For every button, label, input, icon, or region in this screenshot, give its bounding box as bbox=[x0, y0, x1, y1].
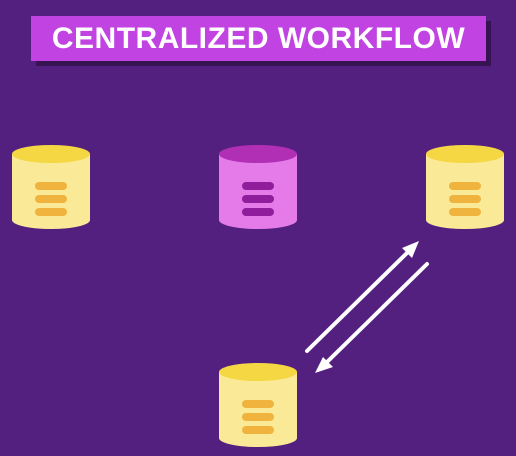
repository-bottom bbox=[219, 363, 297, 447]
repository-stripe bbox=[242, 195, 274, 203]
repository-stripe bbox=[242, 413, 274, 421]
repository-right bbox=[426, 145, 504, 229]
arrow-up-right-icon bbox=[305, 241, 419, 353]
repository-stripe bbox=[35, 182, 67, 190]
repository-body bbox=[219, 372, 297, 447]
title-banner: CENTRALIZED WORKFLOW bbox=[31, 16, 486, 61]
repository-stripe bbox=[449, 182, 481, 190]
repository-top bbox=[219, 363, 297, 381]
repository-left bbox=[12, 145, 90, 229]
arrow-down-left-icon bbox=[315, 262, 429, 373]
database-icon bbox=[219, 363, 297, 447]
repository-body bbox=[219, 154, 297, 229]
repository-stripe bbox=[449, 195, 481, 203]
arrow-head bbox=[315, 357, 333, 373]
database-icon bbox=[12, 145, 90, 229]
repository-top bbox=[426, 145, 504, 163]
repository-stripe bbox=[242, 208, 274, 216]
arrow-shaft bbox=[305, 248, 412, 353]
database-icon bbox=[219, 145, 297, 229]
sync-arrows bbox=[305, 241, 429, 373]
database-icon bbox=[426, 145, 504, 229]
arrow-head bbox=[402, 241, 419, 258]
repository-body bbox=[12, 154, 90, 229]
repository-central bbox=[219, 145, 297, 229]
repository-body bbox=[426, 154, 504, 229]
repository-stripe bbox=[242, 182, 274, 190]
repository-stripe bbox=[35, 195, 67, 203]
arrow-shaft bbox=[323, 262, 429, 366]
repository-stripe bbox=[35, 208, 67, 216]
repository-top bbox=[12, 145, 90, 163]
repository-stripe bbox=[449, 208, 481, 216]
repository-top bbox=[219, 145, 297, 163]
repository-stripe bbox=[242, 400, 274, 408]
diagram-title: CENTRALIZED WORKFLOW bbox=[51, 21, 466, 55]
repository-stripe bbox=[242, 426, 274, 434]
